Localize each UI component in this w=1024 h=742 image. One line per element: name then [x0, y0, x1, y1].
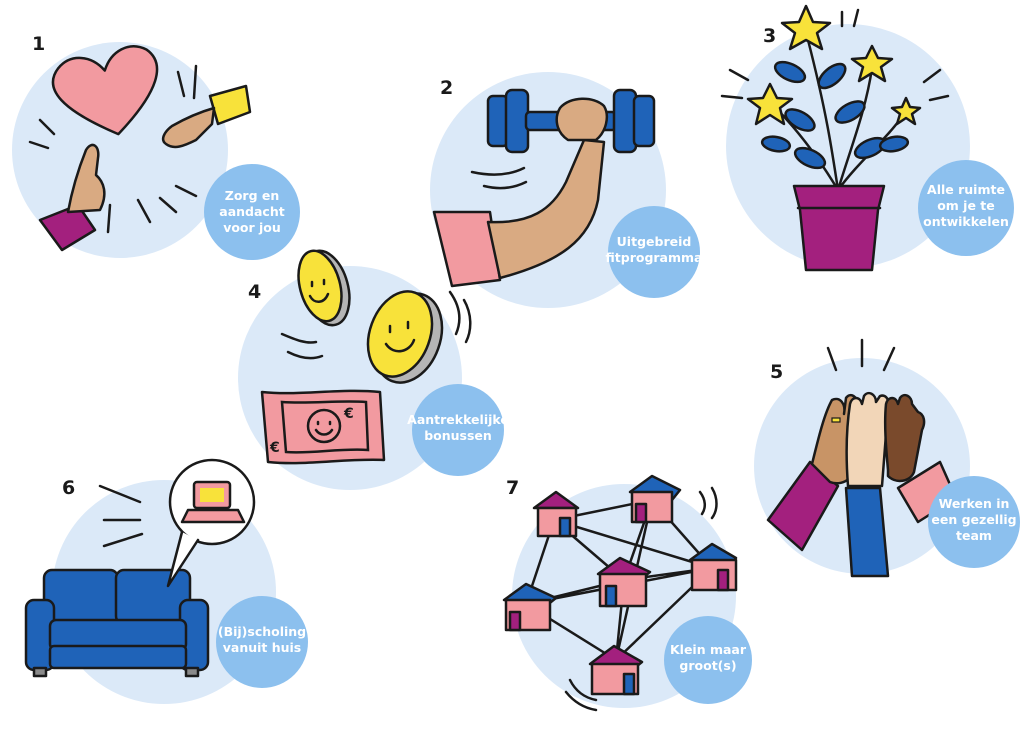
label-line: groot(s)	[679, 658, 736, 673]
label-line: (Bij)scholing	[218, 624, 306, 639]
label-circle-3	[918, 160, 1014, 256]
label-line: fitprogramma	[606, 250, 703, 265]
label-circle-6	[216, 596, 308, 688]
label-circle-7	[664, 616, 752, 704]
house-icon	[532, 490, 580, 538]
label-line: Zorg en	[225, 188, 280, 203]
label-circle-4	[412, 384, 504, 476]
benefit-number: 5	[770, 361, 783, 383]
benefit-1: 1 Zorg en aandacht voor jou	[12, 33, 300, 260]
label-line: Uitgebreid	[617, 234, 692, 249]
house-icon	[596, 556, 652, 608]
benefit-5: 5 Werken in een gezellig team	[754, 338, 1020, 578]
label-line: vanuit huis	[223, 640, 302, 655]
label-line: om je te	[937, 198, 995, 213]
svg-text:€: €	[343, 406, 354, 422]
benefit-4: 4 € € Aantrekkelijke bonussen	[238, 249, 509, 490]
label-line: Klein maar	[670, 642, 747, 657]
label-line: een gezellig	[931, 512, 1016, 527]
benefit-number: 1	[32, 33, 45, 55]
plant-stars-icon	[720, 4, 950, 272]
label-circle-1	[204, 164, 300, 260]
heart-hands-icon	[28, 45, 252, 252]
label-line: team	[956, 528, 992, 543]
house-icon	[628, 474, 682, 524]
sofa-laptop-icon	[24, 458, 256, 678]
label-line: Alle ruimte	[927, 182, 1005, 197]
benefit-6: 6 (Bij)scholing vanuit huis	[24, 458, 308, 704]
label-line: voor jou	[223, 220, 281, 235]
benefit-number: 7	[506, 477, 519, 499]
label-line: Werken in	[939, 496, 1010, 511]
benefit-number: 6	[62, 477, 75, 499]
svg-text:€: €	[269, 440, 280, 456]
coins-banknote-icon: € €	[260, 249, 472, 465]
benefit-number: 4	[248, 281, 261, 303]
benefit-3: 3 Alle ruimte om je te ontwikkelen	[720, 4, 1014, 272]
benefit-number: 3	[763, 25, 776, 47]
label-line: Aantrekkelijke	[407, 412, 509, 427]
label-circle-2	[608, 206, 700, 298]
house-icon	[588, 644, 644, 696]
benefit-7: 7	[502, 474, 752, 712]
dumbbell-icon	[432, 88, 656, 288]
house-icon	[502, 582, 558, 632]
house-network-icon	[502, 474, 738, 712]
label-line: ontwikkelen	[923, 214, 1009, 229]
benefit-2: 2 Uitgebreid fitprogramma	[430, 72, 702, 308]
label-circle-5	[928, 476, 1020, 568]
label-line: aandacht	[219, 204, 284, 219]
house-icon	[688, 542, 738, 592]
label-line: bonussen	[424, 428, 492, 443]
bubble-3	[726, 24, 970, 268]
benefit-number: 2	[440, 77, 453, 99]
